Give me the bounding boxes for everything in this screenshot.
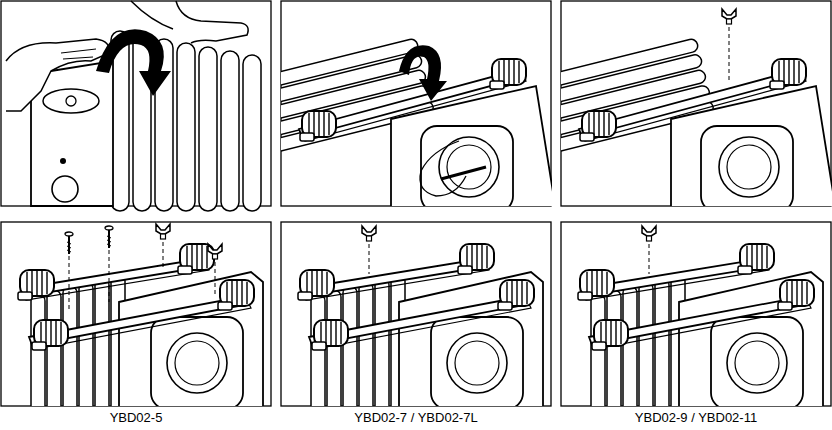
model-caption: YBD02-7 / YBD02-7L bbox=[354, 411, 477, 425]
model-caption: YBD02-9 / YBD02-11 bbox=[635, 411, 757, 425]
model-caption: YBD02-5 bbox=[110, 411, 163, 425]
